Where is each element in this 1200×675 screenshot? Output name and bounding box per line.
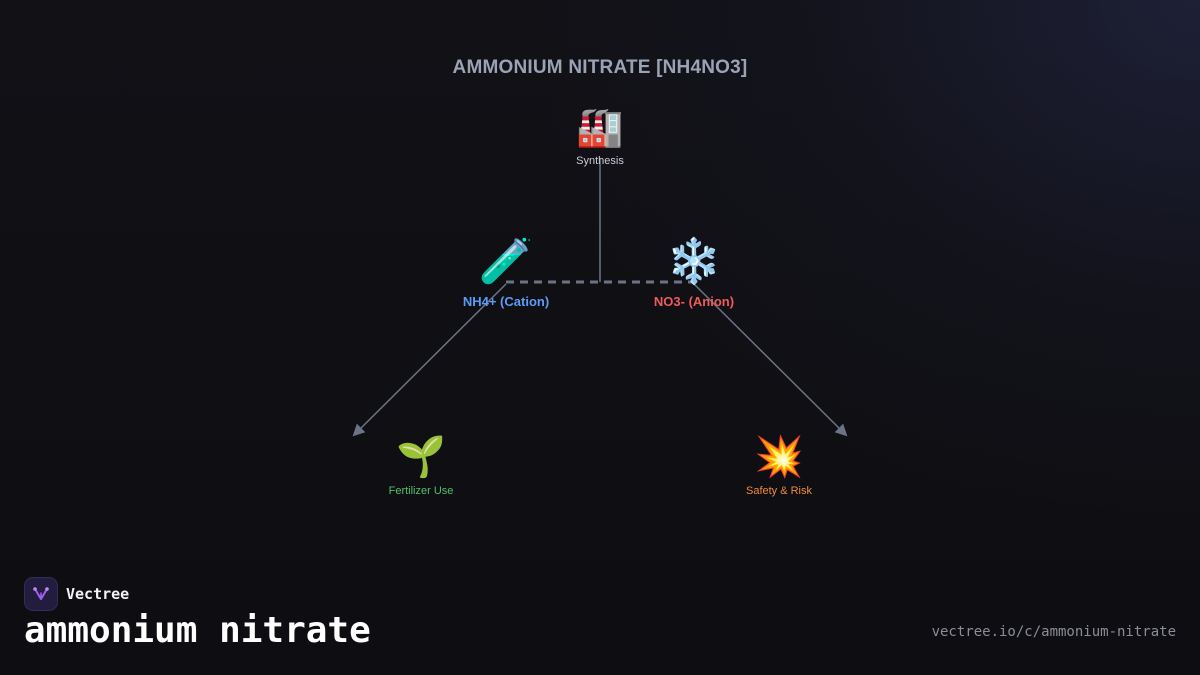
factory-icon: 🏭 bbox=[576, 105, 624, 149]
node-safety-label: Safety & Risk bbox=[745, 485, 813, 497]
vectree-logo-icon bbox=[24, 577, 58, 611]
node-synthesis[interactable]: 🏭 Synthesis bbox=[576, 108, 624, 167]
node-synthesis-label: Synthesis bbox=[576, 155, 624, 167]
node-fertilizer-label: Fertilizer Use bbox=[388, 485, 454, 497]
node-safety[interactable]: 💥 Safety & Risk bbox=[746, 437, 812, 497]
node-cation[interactable]: 🧪 NH4+ (Cation) bbox=[462, 236, 550, 310]
page-url[interactable]: vectree.io/c/ammonium-nitrate bbox=[931, 624, 1176, 640]
seedling-icon: 🌱 bbox=[396, 434, 446, 480]
test-tube-icon: 🧪 bbox=[478, 236, 534, 287]
brand-name: Vectree bbox=[66, 585, 130, 603]
node-cation-label: NH4+ (Cation) bbox=[462, 294, 550, 309]
snowflake-icon: ❄️ bbox=[666, 236, 722, 287]
node-fertilizer[interactable]: 🌱 Fertilizer Use bbox=[389, 437, 454, 497]
explosion-icon: 💥 bbox=[754, 434, 804, 480]
edge-anion-to-safety bbox=[693, 283, 848, 437]
edge-cation-to-fertilizer bbox=[352, 283, 507, 437]
node-anion[interactable]: ❄️ NO3- (Anion) bbox=[653, 236, 735, 310]
node-anion-label: NO3- (Anion) bbox=[653, 294, 735, 309]
brand[interactable]: Vectree bbox=[24, 577, 129, 611]
page-heading: ammonium nitrate bbox=[24, 610, 371, 651]
diagram-title: AMMONIUM NITRATE [NH4NO3] bbox=[452, 57, 748, 78]
